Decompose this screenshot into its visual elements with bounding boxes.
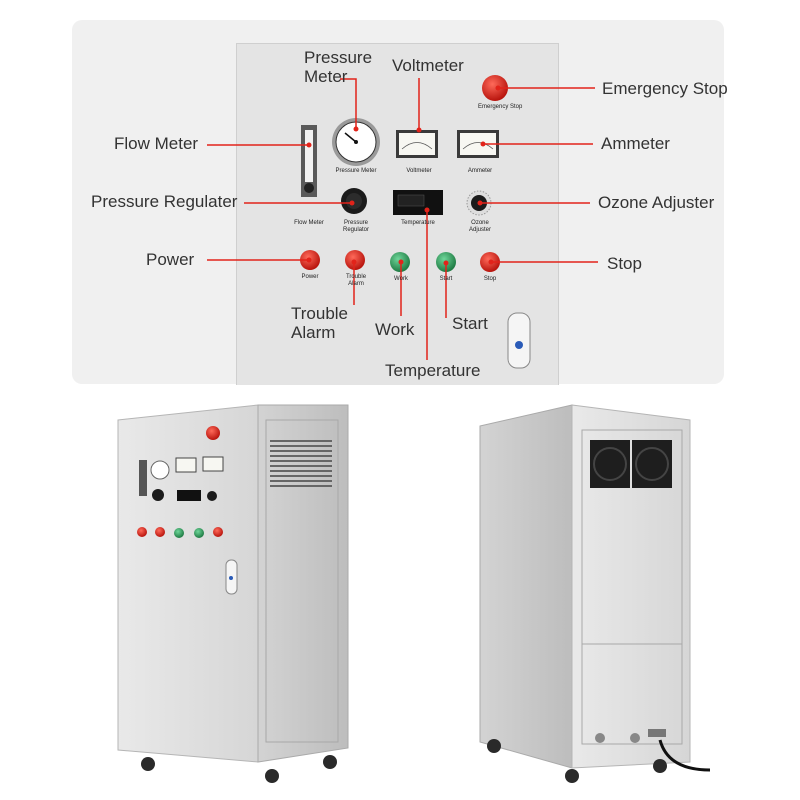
panel-label-stop: Stop [483, 276, 497, 282]
callout-pressure-meter: Pressure Meter [304, 48, 373, 86]
front-view-cabinet [117, 404, 349, 783]
panel-label-power: Power [301, 274, 319, 280]
temperature-display [393, 190, 443, 215]
callout-stop: Stop [607, 254, 642, 273]
flow-meter-tube [301, 125, 317, 197]
callout-start: Start [452, 314, 488, 333]
panel-label-flow-meter: Flow Meter [294, 220, 324, 226]
callout-power: Power [146, 250, 195, 269]
callout-lines [207, 78, 598, 360]
callout-voltmeter: Voltmeter [392, 56, 464, 75]
callout-emergency-stop: Emergency Stop [602, 79, 728, 98]
back-view-cabinet [479, 404, 711, 783]
panel-label-ammeter: Ammeter [467, 168, 493, 174]
callout-trouble-alarm: Trouble Alarm [291, 304, 349, 342]
door-lock-handle [507, 312, 531, 369]
pressure-meter-gauge [332, 118, 380, 166]
panel-label-start: Start [439, 276, 453, 282]
panel-label-work: Work [394, 276, 408, 282]
callout-pressure-regulater: Pressure Regulater [91, 192, 238, 211]
callout-work: Work [375, 320, 415, 339]
callout-temperature: Temperature [385, 361, 481, 380]
panel-label-pressure-regulator: Pressure Regulator [342, 220, 369, 233]
callout-ozone-adjuster: Ozone Adjuster [598, 193, 715, 212]
panel-label-ozone-adjuster: Ozone Adjuster [468, 220, 491, 233]
callout-flow-meter: Flow Meter [114, 134, 199, 153]
panel-label-voltmeter: Voltmeter [406, 168, 432, 174]
voltmeter-display [396, 130, 438, 158]
panel-label-emergency-stop: Emergency Stop [478, 104, 523, 110]
pressure-regulator-knob [341, 188, 367, 214]
panel-label-pressure-meter: Pressure Meter [335, 168, 377, 174]
panel-label-trouble-alarm: Trouble Alarm [345, 274, 367, 287]
callout-dots [306, 85, 501, 266]
panel-label-temperature: Temperature [401, 220, 435, 226]
callout-ammeter: Ammeter [601, 134, 670, 153]
emergency-stop-button [482, 75, 508, 101]
